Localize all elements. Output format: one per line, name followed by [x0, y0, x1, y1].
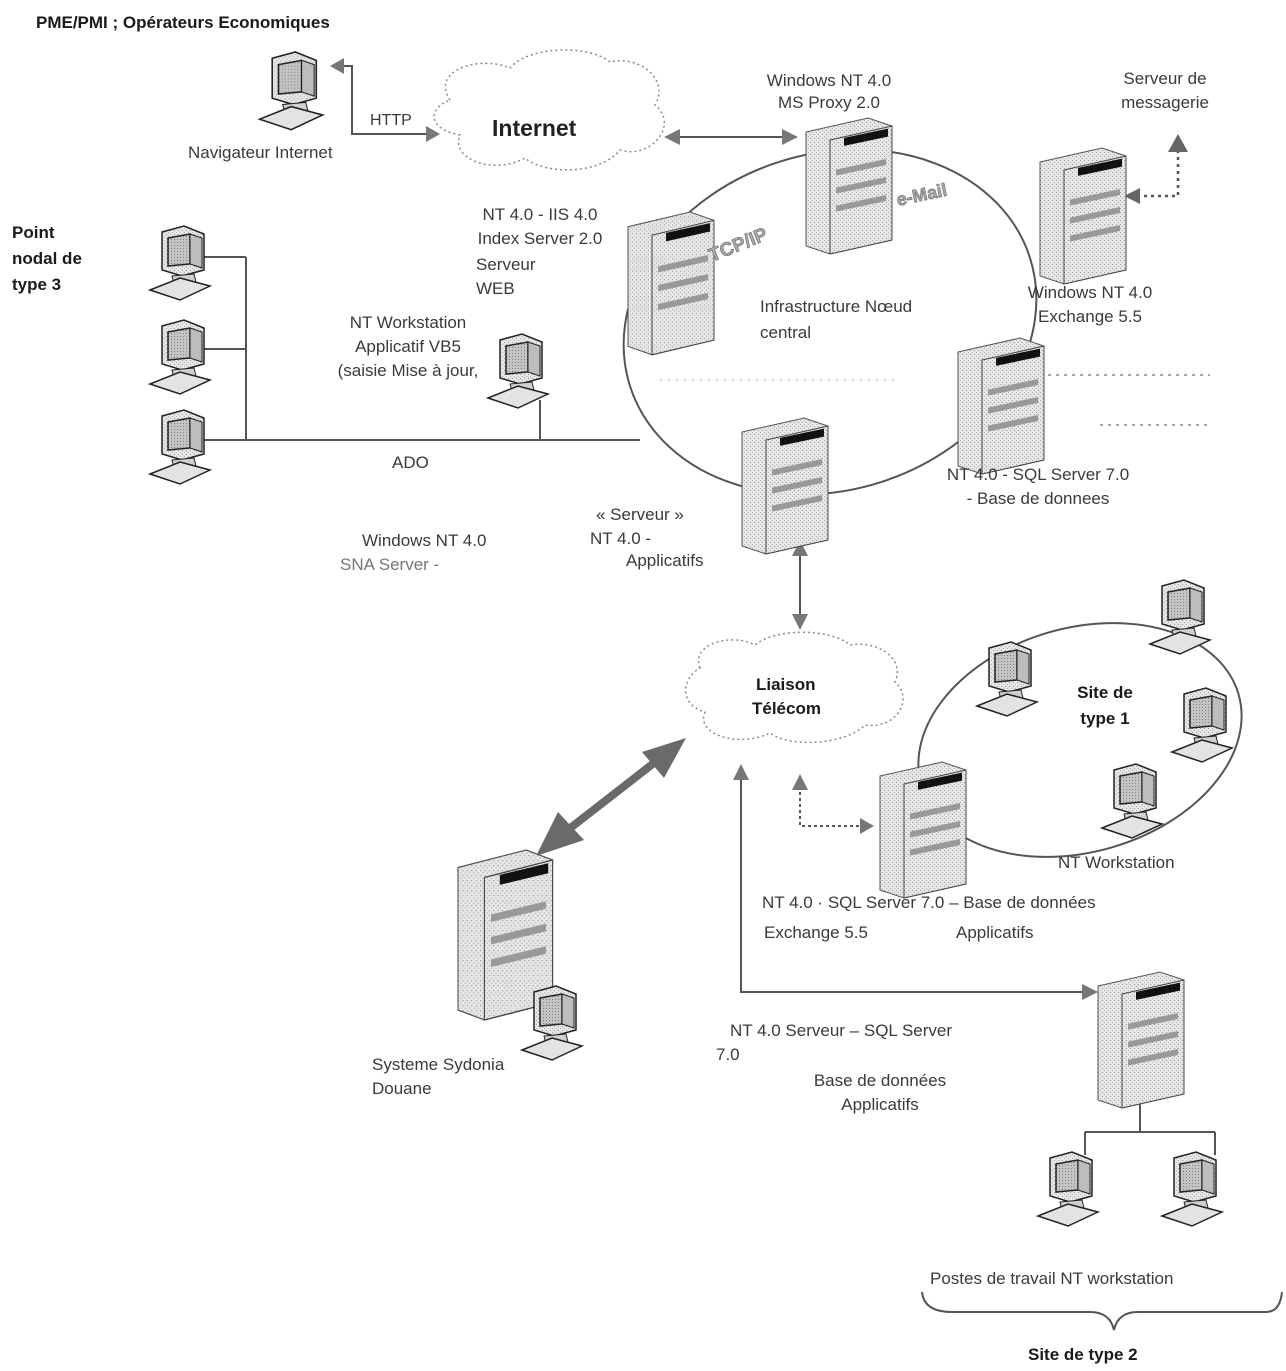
- internet-label: Internet: [492, 118, 576, 139]
- vb5-line1: NT Workstation: [300, 312, 516, 333]
- web-line1: NT 4.0 - IIS 4.0: [440, 204, 640, 225]
- site1-workstation4-icon: [1102, 764, 1162, 838]
- app-line2: NT 4.0 -: [590, 528, 651, 549]
- site1-line2: type 1: [1050, 708, 1160, 729]
- exchange-server-icon: [1040, 148, 1126, 284]
- web-server-icon: [628, 212, 714, 355]
- web-line4: WEB: [476, 278, 515, 299]
- proxy-server-icon: [806, 118, 892, 254]
- site1-server-icon: [880, 762, 966, 898]
- vb5-line3: (saisie Mise à jour,: [300, 360, 516, 381]
- ring-title-line2: central: [760, 322, 811, 343]
- node3-line3: type 3: [12, 274, 61, 295]
- ado-label: ADO: [392, 452, 429, 473]
- site1-server-line3: Applicatifs: [956, 922, 1033, 943]
- site1-workstation2-icon: [1150, 580, 1210, 654]
- site1-workstation-label: NT Workstation: [1058, 852, 1175, 873]
- site1-workstation3-icon: [1172, 688, 1232, 762]
- app-line1: « Serveur »: [596, 504, 684, 525]
- node3-workstation3-icon: [150, 410, 210, 484]
- site2-workstations-label: Postes de travail NT workstation: [930, 1268, 1173, 1289]
- site2-server-line3: Base de données: [790, 1070, 970, 1091]
- web-line2: Index Server 2.0: [440, 228, 640, 249]
- exchange-line1: Windows NT 4.0: [1000, 282, 1180, 303]
- site2-workstation1-icon: [1038, 1152, 1098, 1226]
- site2-title: Site de type 2: [1028, 1344, 1138, 1365]
- sql-line1: NT 4.0 - SQL Server 7.0: [900, 464, 1176, 485]
- tcpip-label: TCP/IP: [706, 224, 771, 267]
- app-server-icon: [742, 418, 828, 554]
- site1-server-line1: NT 4.0 · SQL Server 7.0 – Base de donnée…: [762, 892, 1096, 913]
- site2-server-line2: 7.0: [716, 1044, 740, 1065]
- site2-server-line4: Applicatifs: [790, 1094, 970, 1115]
- http-label: HTTP: [370, 110, 412, 131]
- site1-server-line2: Exchange 5.5: [764, 922, 868, 943]
- vb5-line2: Applicatif VB5: [300, 336, 516, 357]
- web-line3: Serveur: [476, 254, 536, 275]
- site2-server-line1: NT 4.0 Serveur – SQL Server: [730, 1020, 952, 1041]
- sna-line2: SNA Server -: [340, 554, 439, 575]
- sydonia-line2: Douane: [372, 1078, 432, 1099]
- sna-line1: Windows NT 4.0: [362, 530, 486, 551]
- node3-line1: Point: [12, 222, 55, 243]
- app-line3: Applicatifs: [626, 550, 703, 571]
- internet-cloud: [434, 50, 664, 170]
- site2-server-icon: [1098, 972, 1184, 1108]
- node3-workstation1-icon: [150, 226, 210, 300]
- telecom-line1: Liaison: [756, 674, 816, 695]
- exchange-line2: Exchange 5.5: [1000, 306, 1180, 327]
- sql-server-icon: [958, 338, 1044, 474]
- site1-workstation1-icon: [977, 642, 1037, 716]
- site2-brace: [922, 1292, 1282, 1330]
- site1-line1: Site de: [1050, 682, 1160, 703]
- sql-line2: - Base de donnees: [900, 488, 1176, 509]
- browser-label: Navigateur Internet: [188, 142, 333, 163]
- telecom-line2: Télécom: [752, 698, 821, 719]
- browser-workstation-icon: [260, 52, 323, 130]
- page-title: PME/PMI ; Opérateurs Economiques: [36, 12, 330, 33]
- proxy-line1: Windows NT 4.0: [724, 70, 934, 91]
- email-tag: e-Mail: [895, 180, 949, 210]
- mail-line2: messagerie: [1080, 92, 1250, 113]
- site2-workstation2-icon: [1162, 1152, 1222, 1226]
- mail-line1: Serveur de: [1080, 68, 1250, 89]
- sydonia-line1: Systeme Sydonia: [372, 1054, 504, 1075]
- node3-line2: nodal de: [12, 248, 82, 269]
- ring-title-line1: Infrastructure Nœud: [760, 296, 912, 317]
- proxy-line2: MS Proxy 2.0: [724, 92, 934, 113]
- node3-workstation2-icon: [150, 320, 210, 394]
